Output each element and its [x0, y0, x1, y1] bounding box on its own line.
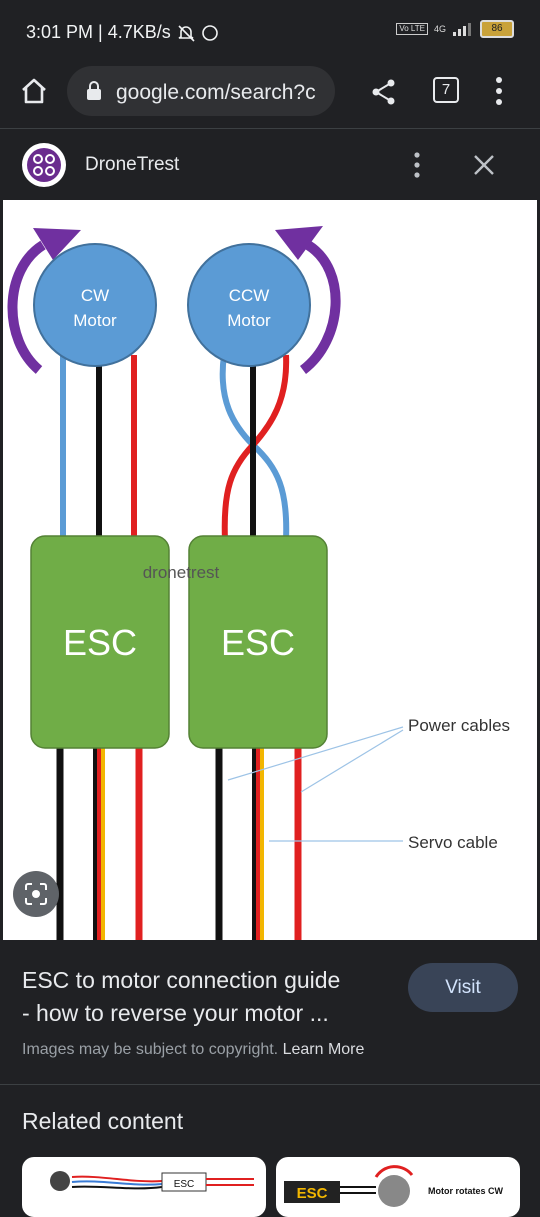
site-logo — [22, 143, 66, 187]
related-card-1-label: ESC — [174, 1179, 195, 1190]
lens-icon — [25, 883, 47, 905]
cw-motor-line2: Motor — [73, 311, 117, 330]
more-options-icon[interactable] — [494, 76, 504, 106]
result-title[interactable]: ESC to motor connection guide - how to r… — [22, 964, 392, 1030]
ccw-motor — [187, 243, 311, 367]
status-bar: 3:01 PM | 4.7KB/s Vo LTE 4G 86 — [0, 0, 540, 62]
related-card-2[interactable]: ESC Motor rotates CW — [276, 1157, 520, 1217]
preview-header: DroneTrest — [0, 128, 540, 201]
url-bar[interactable] — [67, 66, 335, 116]
divider — [0, 1084, 540, 1085]
visit-button[interactable]: Visit — [408, 963, 518, 1012]
related-card-2-esc: ESC — [297, 1185, 328, 1202]
status-right: Vo LTE 4G 86 — [396, 20, 514, 38]
tab-switcher-button[interactable]: 7 — [433, 77, 459, 103]
url-text[interactable]: google.com/search?c — [116, 81, 316, 104]
power-cables-label: Power cables — [408, 716, 510, 735]
lens-button[interactable] — [13, 871, 59, 917]
esc-left — [30, 535, 170, 749]
browser-toolbar: google.com/search?c 7 — [0, 62, 540, 128]
drawer-more-icon[interactable] — [412, 151, 422, 179]
lock-icon — [87, 81, 101, 100]
ccw-motor-line1: CCW — [229, 286, 270, 305]
result-image[interactable]: CW Motor CCW Motor ESC ESC dronetrest Po… — [3, 200, 537, 940]
related-thumb-2: ESC Motor rotates CW — [284, 1165, 504, 1207]
share-icon[interactable] — [370, 78, 398, 106]
copyright-notice: Images may be subject to copyright. Lear… — [22, 1041, 364, 1059]
related-heading: Related content — [22, 1108, 184, 1134]
related-card-2-caption: Motor rotates CW — [428, 1186, 504, 1196]
signal-icon — [453, 23, 471, 36]
watermark: dronetrest — [143, 563, 220, 582]
battery-icon: 86 — [480, 20, 514, 38]
network-type: 4G — [433, 24, 446, 34]
related-thumb-1: ESC — [50, 1171, 254, 1192]
learn-more-link[interactable]: Learn More — [282, 1041, 365, 1058]
site-name: DroneTrest — [85, 154, 180, 175]
esc-right — [188, 535, 328, 749]
related-card-1[interactable]: ESC — [22, 1157, 266, 1217]
status-time: 3:01 PM | 4.7KB/s — [26, 22, 171, 42]
cw-motor-line1: CW — [81, 286, 109, 305]
copyright-text: Images may be subject to copyright. — [22, 1041, 279, 1058]
cw-motor — [33, 243, 157, 367]
esc-wiring-diagram: CW Motor CCW Motor ESC ESC dronetrest Po… — [7, 226, 510, 940]
result-title-line1: ESC to motor connection guide — [22, 967, 341, 993]
servo-cable-label: Servo cable — [408, 833, 498, 852]
esc-left-label: ESC — [63, 622, 137, 663]
close-icon[interactable] — [472, 153, 496, 177]
ccw-motor-line2: Motor — [227, 311, 271, 330]
result-title-line2: - how to reverse your motor ... — [22, 1000, 329, 1026]
drone-logo-icon — [27, 148, 61, 182]
volte-badge: Vo LTE — [396, 23, 428, 35]
esc-right-label: ESC — [221, 622, 295, 663]
home-icon[interactable] — [19, 76, 49, 106]
status-icons — [178, 25, 218, 42]
